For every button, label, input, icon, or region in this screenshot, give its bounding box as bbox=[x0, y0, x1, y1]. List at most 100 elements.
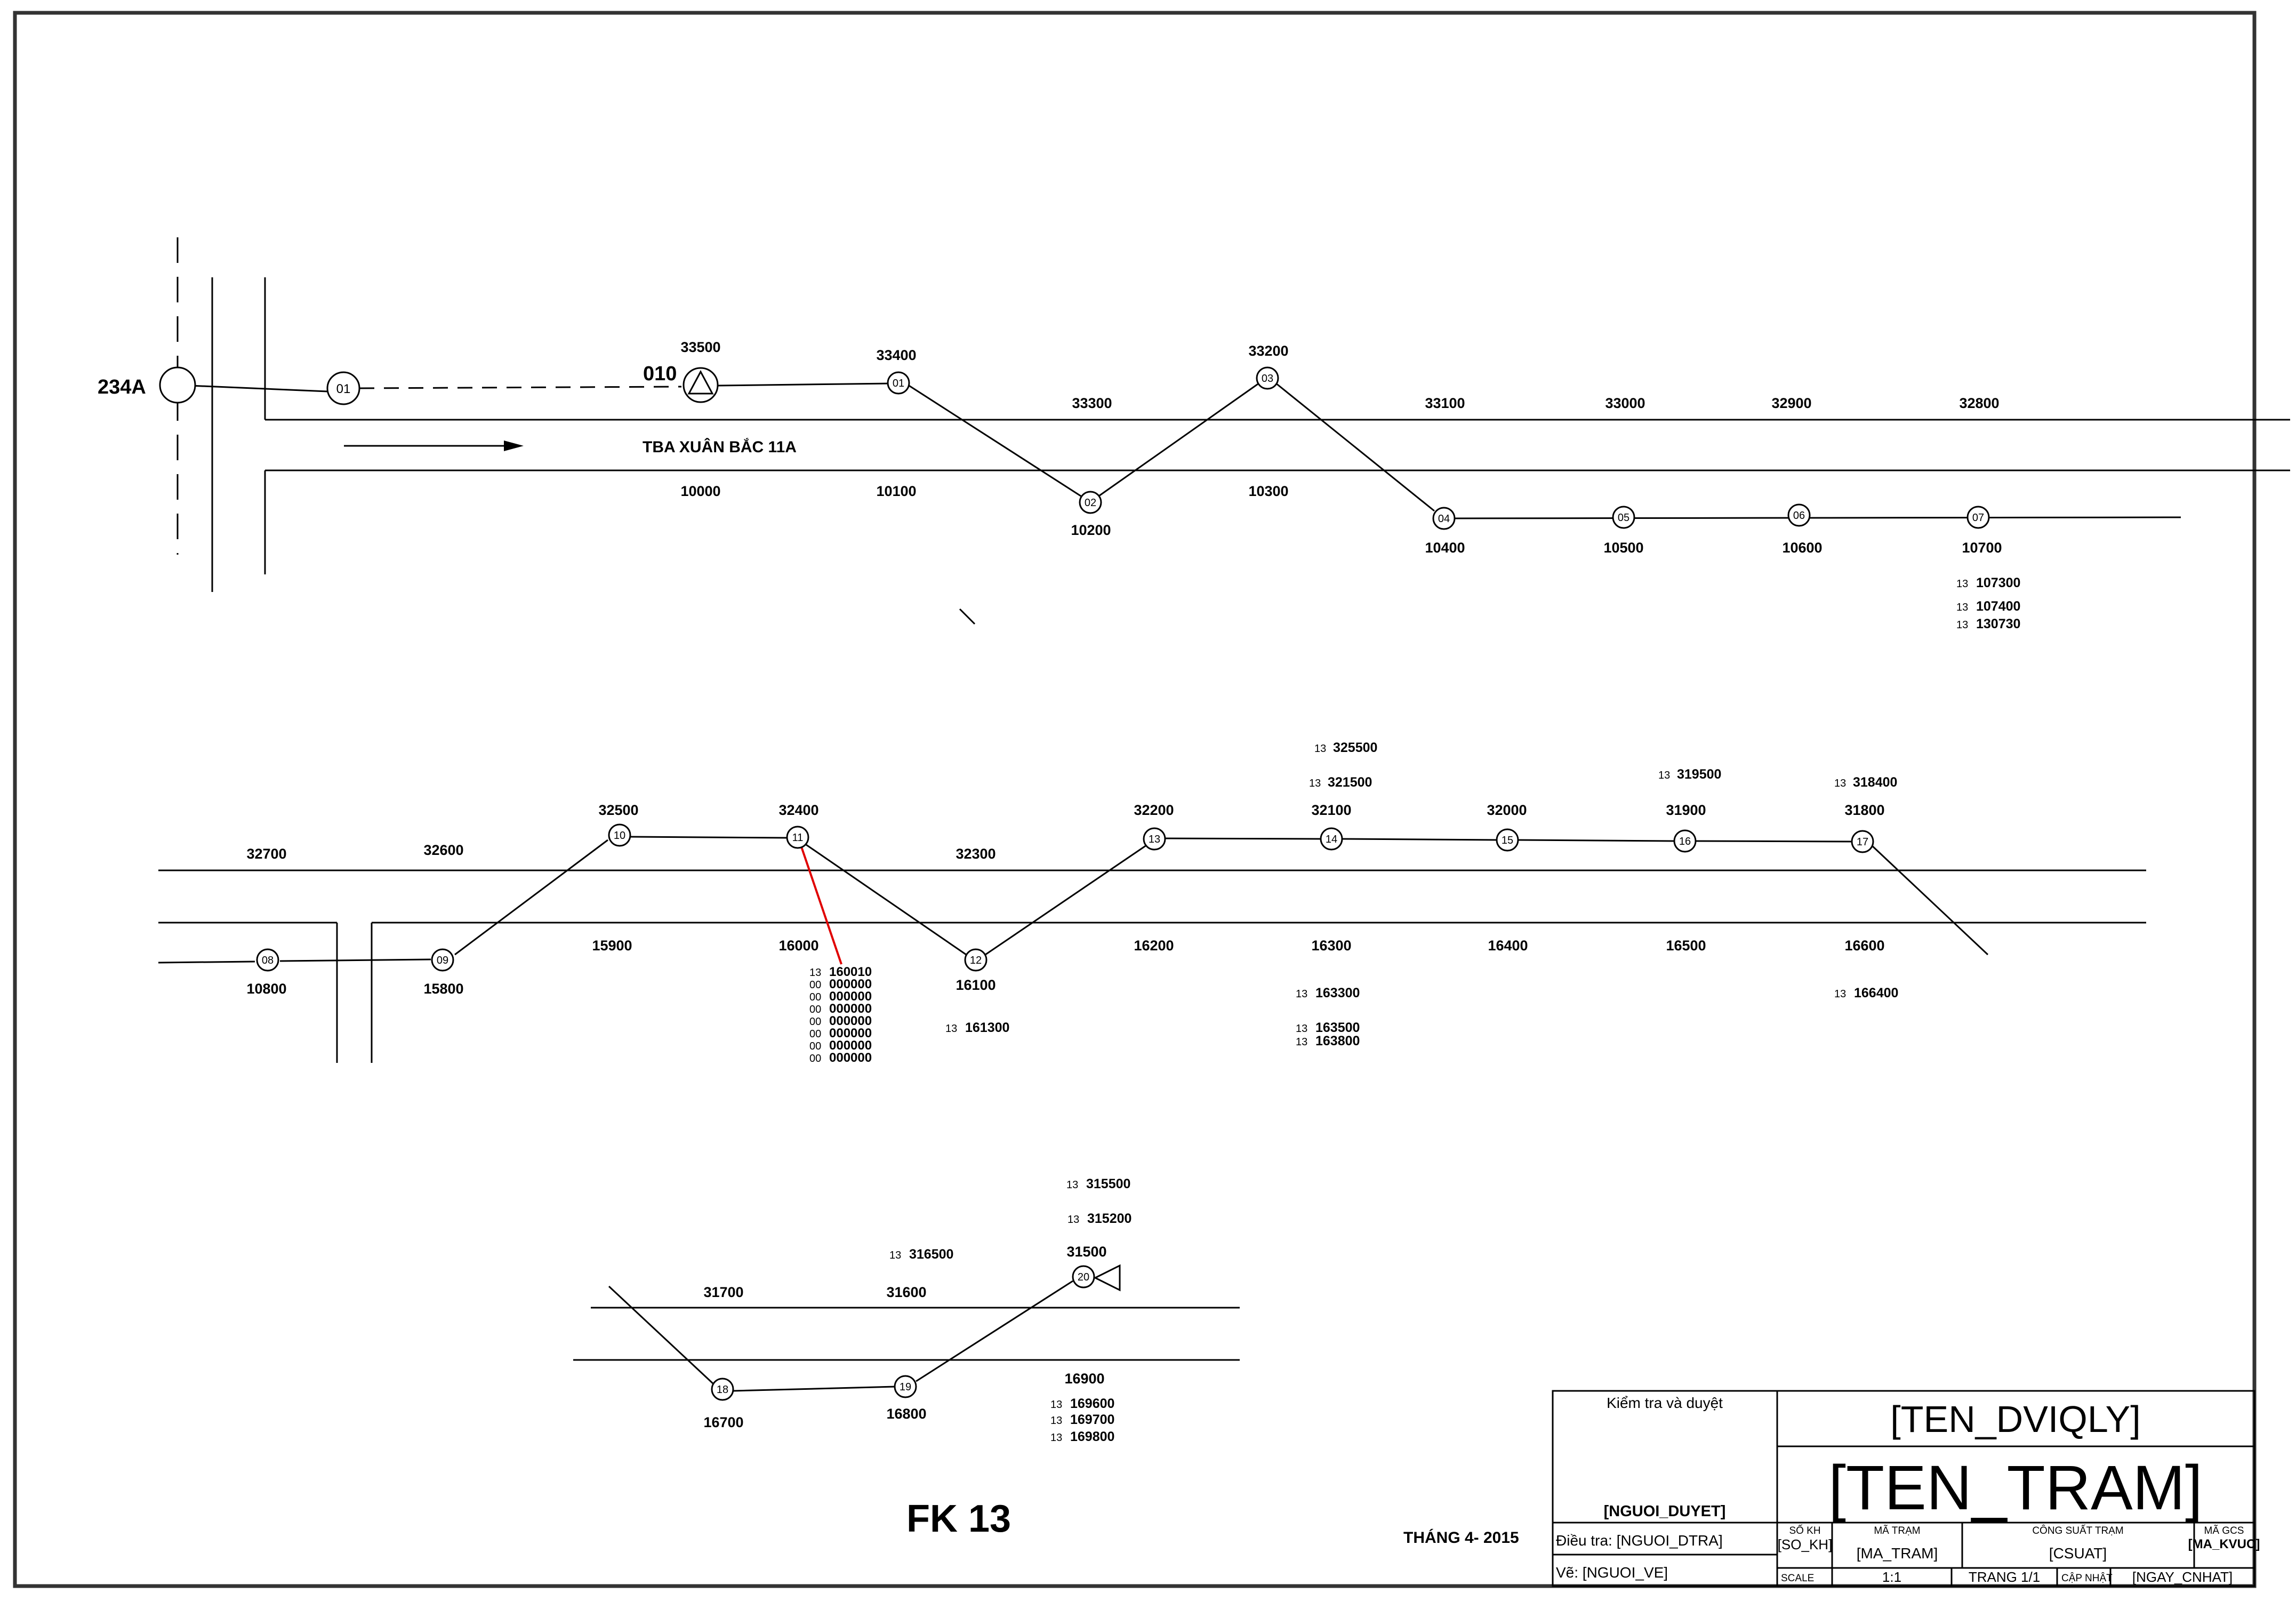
svg-text:13: 13 bbox=[1067, 1214, 1079, 1226]
pole-code: 10300 bbox=[1248, 483, 1288, 499]
pole-code: 10100 bbox=[876, 483, 916, 499]
pole-node-07[interactable]: 07 bbox=[1966, 506, 1990, 529]
pole-node-08[interactable]: 08 bbox=[256, 948, 279, 972]
svg-text:13: 13 bbox=[1956, 578, 1968, 590]
pole-node-label: 16 bbox=[1679, 836, 1691, 847]
pole-codes: 33500 33400 33300 33200 33100 33000 3290… bbox=[246, 339, 2002, 1430]
pole-node-circle bbox=[1079, 491, 1102, 514]
pole-node-label: 08 bbox=[262, 955, 274, 966]
pole-node-17[interactable]: 17 bbox=[1851, 830, 1874, 853]
pole-node-label: 01 bbox=[336, 382, 351, 396]
pole-node-09[interactable]: 09 bbox=[431, 948, 454, 972]
breaker-label: 010 bbox=[643, 363, 677, 385]
pole-code: 31700 bbox=[703, 1284, 743, 1300]
pole-node-circle bbox=[1966, 506, 1990, 529]
pole-code: 33100 bbox=[1425, 395, 1465, 411]
pole-node-circle bbox=[1143, 827, 1166, 851]
pole-node-06[interactable]: 06 bbox=[1787, 503, 1811, 527]
pole-code: 32800 bbox=[1959, 395, 1999, 411]
station-name: [TEN_TRAM] bbox=[1828, 1453, 2203, 1523]
pole-node-circle bbox=[1432, 507, 1456, 530]
svg-text:13: 13 bbox=[1956, 602, 1968, 613]
drafter-field: Vẽ: [NGUOI_VE] bbox=[1556, 1564, 1668, 1581]
pole-node-circle bbox=[326, 371, 360, 405]
svg-text:13: 13 bbox=[1050, 1432, 1062, 1444]
pole-code: 31500 bbox=[1066, 1244, 1106, 1260]
pole-node-circle bbox=[1072, 1265, 1095, 1288]
pole-node-19[interactable]: 19 bbox=[894, 1375, 917, 1398]
pole-code: 16700 bbox=[703, 1414, 743, 1430]
svg-text:315200: 315200 bbox=[1087, 1211, 1131, 1226]
update-label: CẬP NHẬT bbox=[2061, 1572, 2113, 1584]
title-block bbox=[1552, 1390, 2255, 1587]
pole-node-04[interactable]: 04 bbox=[1432, 507, 1456, 530]
approver-field: [NGUOI_DUYET] bbox=[1604, 1503, 1726, 1520]
flow-arrow-head bbox=[504, 441, 524, 451]
pole-node-10[interactable]: 10 bbox=[608, 823, 631, 847]
svg-text:13: 13 bbox=[1296, 1036, 1307, 1048]
pole-node-circle bbox=[1851, 830, 1874, 853]
svg-text:13: 13 bbox=[945, 1023, 957, 1035]
pole-node-01[interactable]: 01 bbox=[326, 371, 360, 405]
pole-code: 16500 bbox=[1666, 938, 1706, 954]
svg-text:319500: 319500 bbox=[1677, 767, 1721, 782]
pole-node-13[interactable]: 13 bbox=[1143, 827, 1166, 851]
source-breaker-symbol[interactable] bbox=[159, 366, 196, 404]
pole-node-03[interactable]: 03 bbox=[1256, 366, 1279, 390]
row-3-network bbox=[573, 1280, 1240, 1392]
pole-node-18[interactable]: 18 bbox=[711, 1378, 734, 1401]
pole-node-circle bbox=[711, 1378, 734, 1401]
source-label: 234A bbox=[98, 376, 146, 398]
svg-text:13: 13 bbox=[809, 967, 821, 979]
unit-name: [TEN_DVIQLY] bbox=[1890, 1398, 2140, 1440]
ma-gcs-label: MÃ GCS bbox=[2204, 1525, 2244, 1536]
pole-code: 10400 bbox=[1425, 540, 1465, 556]
pole-code: 32600 bbox=[423, 842, 463, 858]
ma-tram-value: [MA_TRAM] bbox=[1857, 1545, 1938, 1562]
row-1-network bbox=[176, 237, 2290, 625]
pole-node-02[interactable]: 02 bbox=[1079, 491, 1102, 514]
cong-suat-value: [CSUAT] bbox=[2049, 1545, 2107, 1562]
svg-text:166400: 166400 bbox=[1854, 986, 1898, 1000]
station-label: TBA XUÂN BẮC 11A bbox=[643, 438, 797, 456]
pole-node-05[interactable]: 05 bbox=[1612, 506, 1635, 529]
pole-node-label: 01 bbox=[893, 378, 904, 389]
pole-node-16[interactable]: 16 bbox=[1673, 829, 1697, 853]
pole-code: 33000 bbox=[1605, 395, 1645, 411]
svg-text:13: 13 bbox=[1296, 1023, 1307, 1035]
pole-code: 16300 bbox=[1311, 938, 1351, 954]
svg-text:169700: 169700 bbox=[1070, 1412, 1114, 1427]
pole-node-circle bbox=[786, 826, 809, 849]
pole-node-20[interactable]: 20 bbox=[1072, 1265, 1095, 1288]
load-end-triangle-icon bbox=[1093, 1264, 1121, 1292]
ma-gcs-value: [MA_KVUC] bbox=[2188, 1537, 2260, 1551]
pole-code: 33500 bbox=[680, 339, 720, 355]
pole-code: 16400 bbox=[1488, 938, 1528, 954]
pole-code: 31800 bbox=[1844, 802, 1884, 818]
svg-text:130730: 130730 bbox=[1976, 617, 2020, 631]
svg-text:00: 00 bbox=[809, 1028, 821, 1040]
pole-node-12[interactable]: 12 bbox=[964, 948, 988, 972]
pole-node-circle bbox=[887, 371, 910, 395]
highlighted-branch[interactable] bbox=[800, 846, 842, 965]
pole-node-14[interactable]: 14 bbox=[1320, 827, 1343, 851]
pole-node-label: 10 bbox=[614, 830, 625, 842]
pole-node-circle bbox=[1673, 829, 1697, 853]
svg-text:318400: 318400 bbox=[1853, 775, 1897, 790]
pole-node-15[interactable]: 15 bbox=[1496, 828, 1519, 852]
pole-node-01[interactable]: 01 bbox=[887, 371, 910, 395]
svg-text:13: 13 bbox=[1309, 778, 1321, 789]
svg-text:00: 00 bbox=[809, 991, 821, 1003]
pole-node-11[interactable]: 11 bbox=[786, 826, 809, 849]
recloser-triangle-icon bbox=[687, 370, 714, 395]
pole-code: 31600 bbox=[886, 1284, 926, 1300]
